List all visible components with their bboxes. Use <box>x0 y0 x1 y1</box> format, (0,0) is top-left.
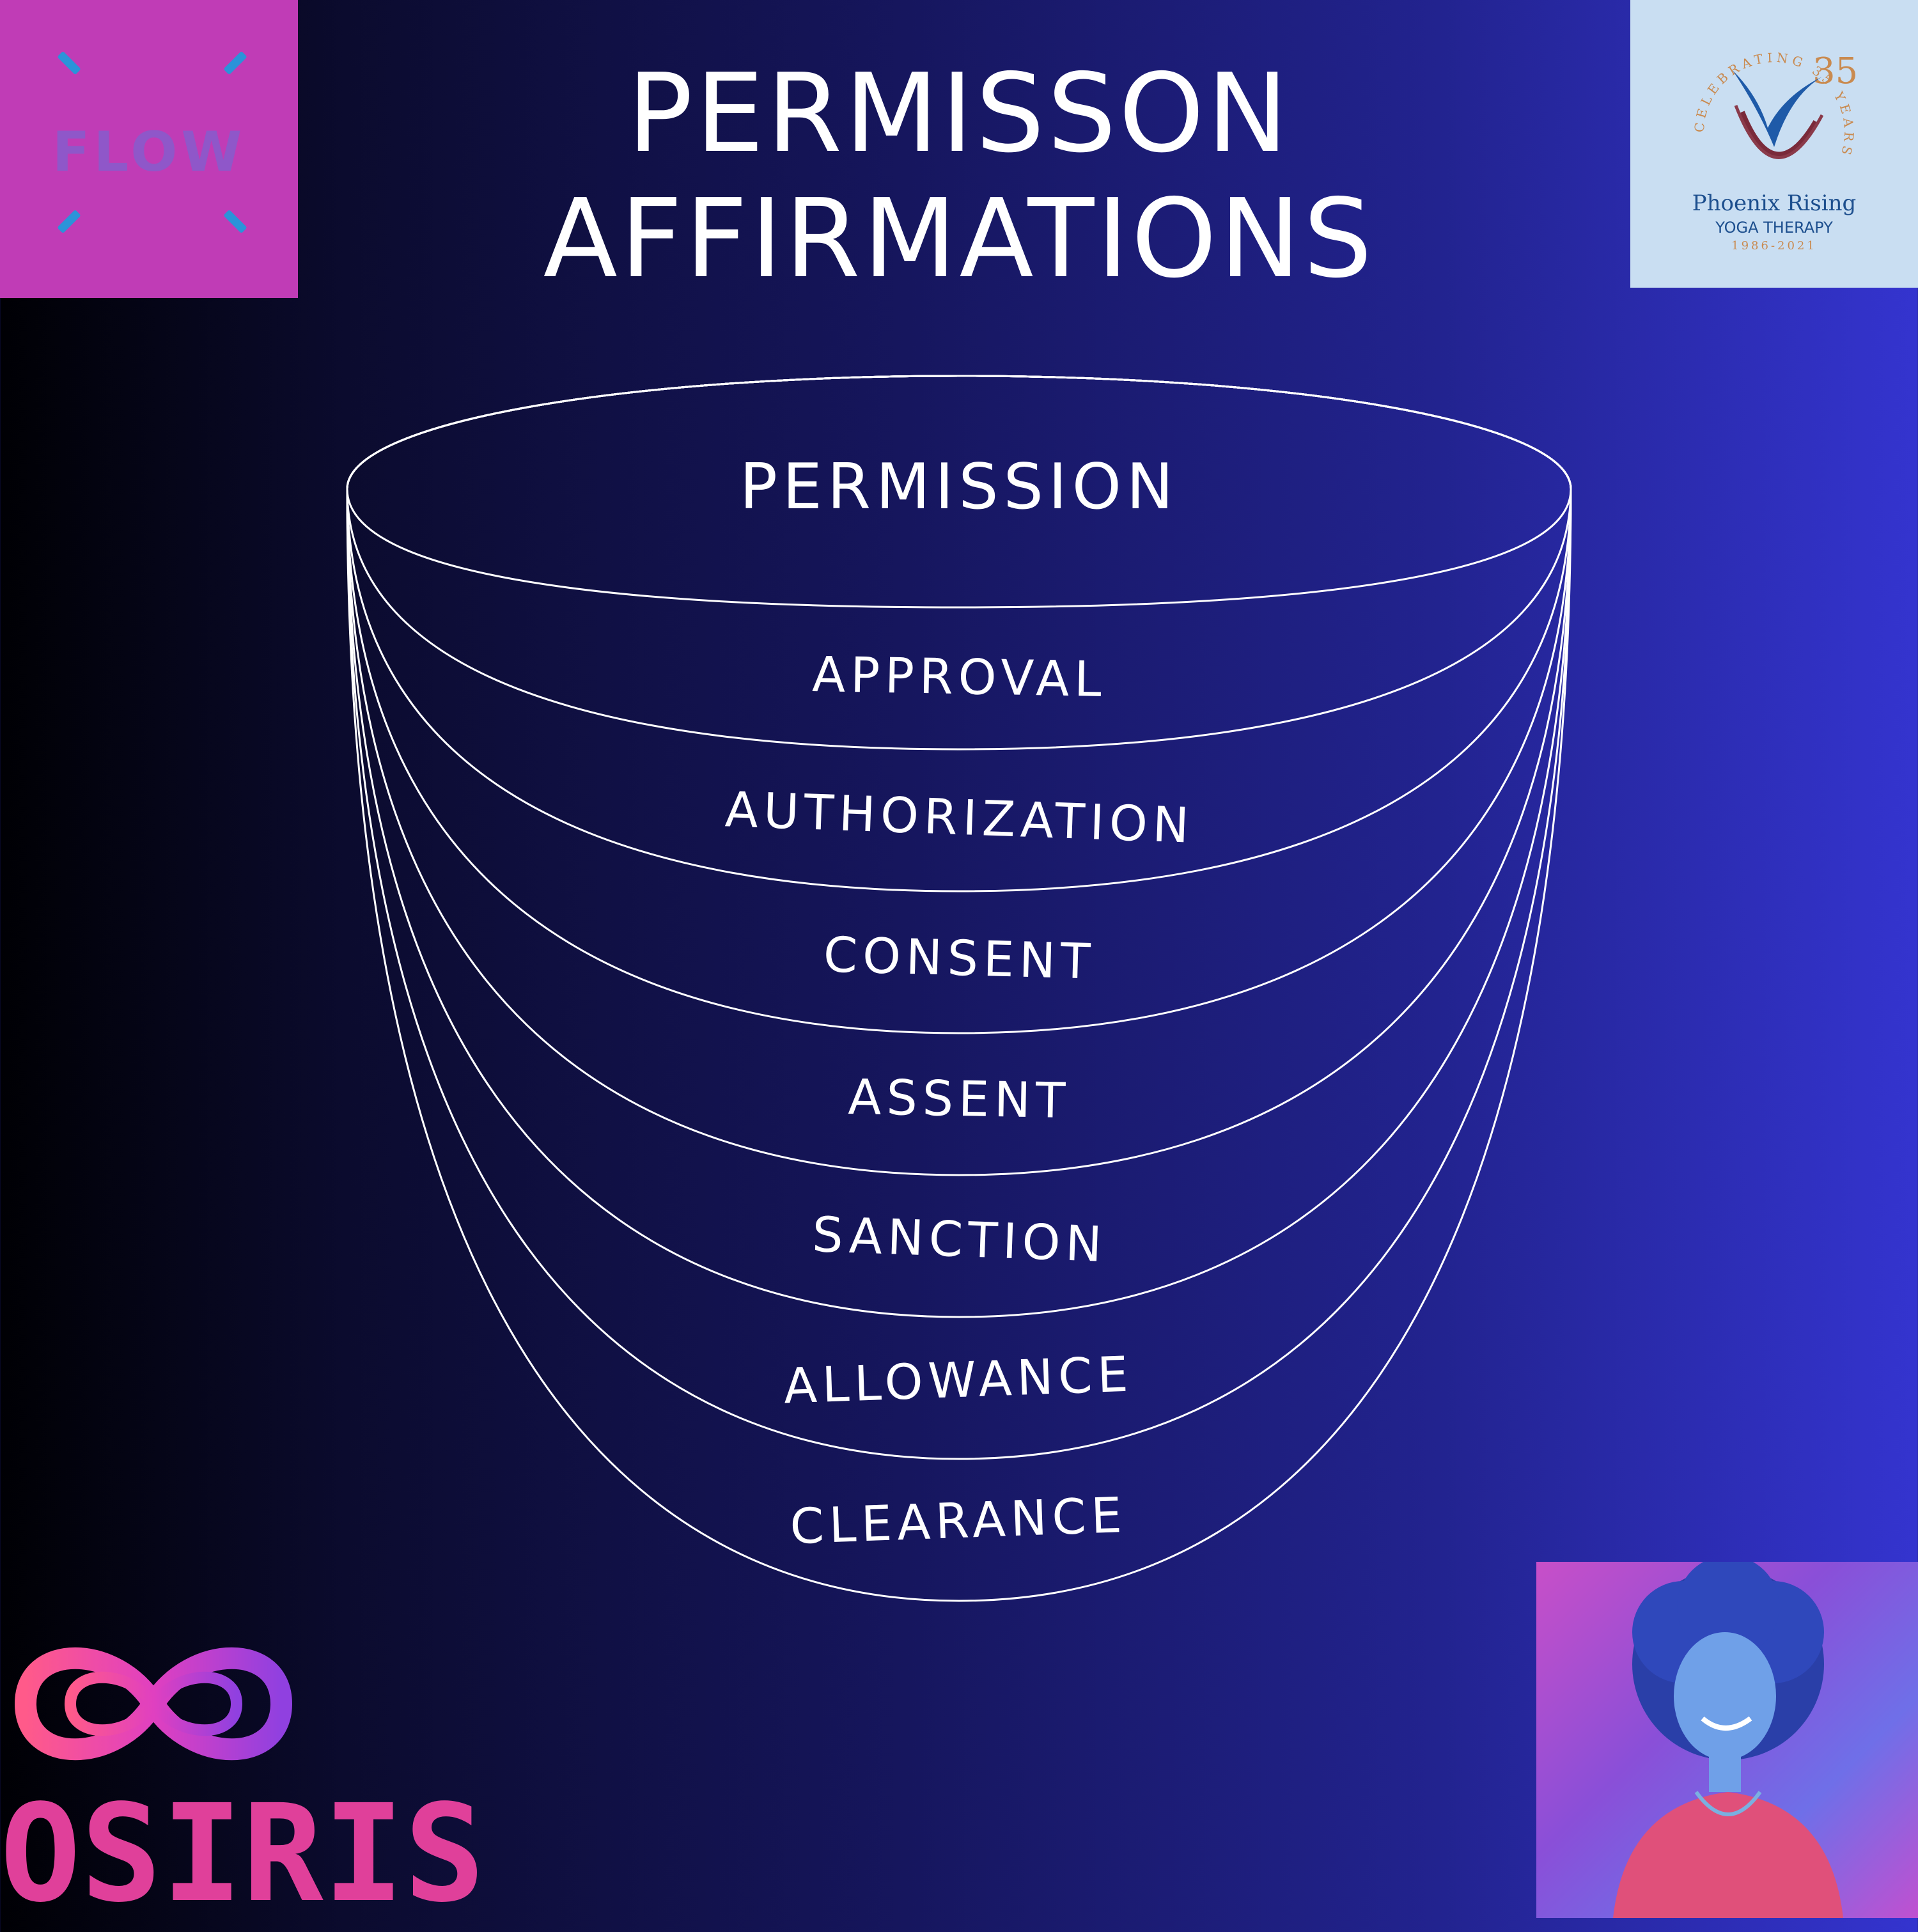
ring-labels: PERMISSION APPROVAL AUTHORIZATION CONSENT AS… <box>724 451 1196 1555</box>
ring-label: APPROVAL <box>812 646 1107 708</box>
infinity-icon <box>14 1647 293 1761</box>
ring-label: CLEARANCE <box>789 1486 1128 1555</box>
phoenix-years: 1986-2021 <box>1731 239 1817 253</box>
ring-label: ASSENT <box>848 1068 1071 1129</box>
ring-label: AUTHORIZATION <box>724 781 1196 854</box>
phoenix-rising-logo: CELEBRATING 35 YEARS 35 Phoenix Rising Y… <box>1630 0 1918 288</box>
flow-corner-icon <box>57 209 81 234</box>
flow-corner-icon <box>223 209 247 234</box>
flow-logo-text: FLOW <box>52 120 246 184</box>
osiris-logo-text: OSIRIS <box>0 1775 485 1932</box>
ring-label: SANCTION <box>811 1206 1108 1273</box>
flow-corner-icon <box>223 51 247 75</box>
title-line-1: PERMISSON <box>627 51 1291 177</box>
ring-label: PERMISSION <box>740 451 1178 524</box>
phoenix-35: 35 <box>1813 51 1858 92</box>
portrait-photo <box>1536 1562 1918 1918</box>
ring-label: CONSENT <box>823 926 1096 990</box>
phoenix-bird-icon: CELEBRATING 35 YEARS 35 <box>1692 50 1859 160</box>
portrait-illustration <box>1613 1562 1843 1918</box>
ring-label: ALLOWANCE <box>783 1346 1134 1415</box>
ring-outline <box>346 375 1572 1602</box>
title-line-2: AFFIRMATIONS <box>543 176 1375 302</box>
phoenix-name: Phoenix Rising <box>1692 191 1857 216</box>
flow-corner-icon <box>57 51 81 75</box>
page-title: PERMISSON AFFIRMATIONS <box>0 51 1918 302</box>
ring-outlines <box>346 375 1572 1602</box>
osiris-logo: OSIRIS <box>0 1617 485 1932</box>
phoenix-subtitle: YOGA THERAPY <box>1715 219 1833 237</box>
flow-logo: FLOW <box>0 0 298 298</box>
